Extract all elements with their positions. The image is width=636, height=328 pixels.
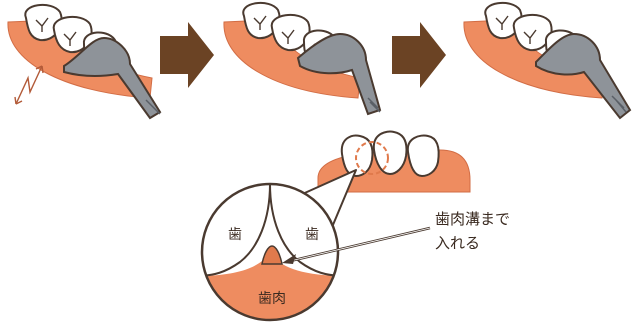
floss-handle	[296, 32, 382, 116]
focus-circle	[355, 141, 389, 175]
zigzag-motion-arrow	[15, 65, 43, 105]
step-arrow-2	[392, 22, 446, 88]
step-2-illustration	[223, 1, 382, 116]
floss-handle	[63, 36, 162, 120]
front-teeth-illustration	[317, 130, 471, 193]
step-1-illustration	[7, 3, 162, 120]
floss-handle	[535, 32, 632, 120]
step-3-illustration	[463, 1, 632, 120]
instruction-note: 歯肉溝まで 入れる	[435, 207, 510, 255]
pointer-arrow	[282, 226, 431, 264]
instruction-line-2: 入れる	[435, 234, 481, 252]
tooth-label-left: 歯	[228, 227, 242, 243]
tooth-label-right: 歯	[305, 227, 319, 243]
magnified-view	[200, 182, 340, 322]
instruction-line-1: 歯肉溝まで	[435, 210, 511, 228]
gum-label: 歯肉	[258, 291, 286, 307]
step-arrow-1	[160, 22, 214, 88]
gum-papilla	[261, 245, 283, 265]
